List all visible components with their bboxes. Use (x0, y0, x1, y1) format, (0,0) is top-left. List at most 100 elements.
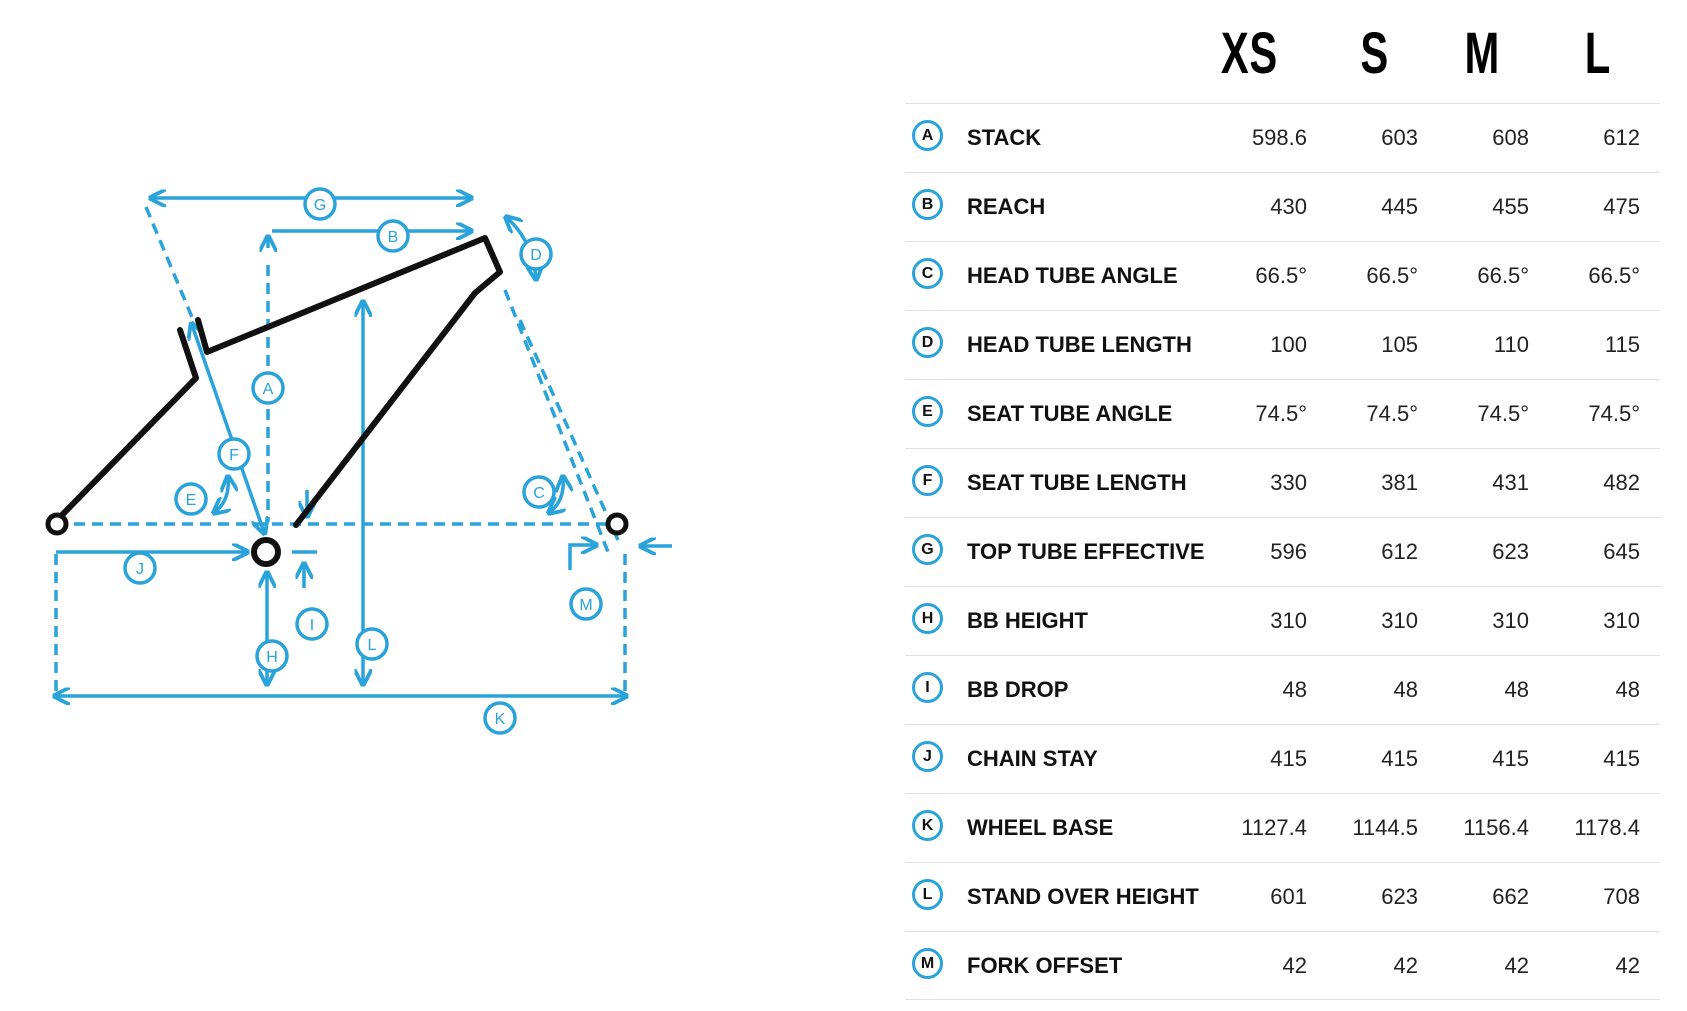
dimension-badge: L (912, 879, 943, 910)
dimension-lines (56, 198, 672, 696)
diagram-badge-letter: M (579, 597, 592, 614)
diagram-badge-letter: F (229, 447, 239, 464)
axles (45, 512, 629, 567)
table-row: B REACH 430 445 455 475 (905, 172, 1660, 241)
diagram-badge-letter: L (368, 637, 377, 654)
row-label: WHEEL BASE (967, 815, 1114, 840)
dimension-badge: F (912, 465, 943, 496)
diagram-badge-letter: G (314, 197, 326, 214)
value-s: 105 (1381, 332, 1418, 357)
diagram-badge-f: F (217, 437, 251, 471)
value-m: 74.5° (1477, 401, 1529, 426)
value-xs: 100 (1270, 332, 1307, 357)
value-s: 612 (1381, 539, 1418, 564)
diagram-badge-letter: H (266, 649, 278, 666)
value-l: 48 (1615, 677, 1640, 702)
row-label: SEAT TUBE LENGTH (967, 470, 1187, 495)
value-l: 74.5° (1588, 401, 1640, 426)
diagram-badge-letter: B (388, 229, 399, 246)
table-row: F SEAT TUBE LENGTH 330 381 431 482 (905, 448, 1660, 517)
value-l: 475 (1603, 194, 1640, 219)
dimension-badge: K (912, 810, 943, 841)
table-row: I BB DROP 48 48 48 48 (905, 655, 1660, 724)
dimension-badges: A B C D E F G H I J K L M (123, 187, 603, 735)
dimension-badge: H (912, 603, 943, 634)
value-l: 415 (1603, 746, 1640, 771)
diagram-badge-letter: J (136, 561, 144, 578)
value-s: 445 (1381, 194, 1418, 219)
value-xs: 598.6 (1251, 125, 1307, 150)
table-row: L STAND OVER HEIGHT 601 623 662 708 (905, 862, 1660, 931)
dimension-badge: E (912, 396, 943, 427)
value-s: 48 (1393, 677, 1418, 702)
diagram-badge-i: I (295, 607, 329, 641)
value-l: 310 (1603, 608, 1640, 633)
value-m: 415 (1492, 746, 1529, 771)
value-l: 1178.4 (1574, 815, 1640, 840)
table-row: M FORK OFFSET 42 42 42 42 (905, 931, 1660, 1000)
table-row: E SEAT TUBE ANGLE 74.5° 74.5° 74.5° 74.5… (905, 379, 1660, 448)
value-xs: 1127.4 (1241, 815, 1307, 840)
row-label: HEAD TUBE ANGLE (967, 263, 1178, 288)
diagram-badge-d: D (519, 237, 553, 271)
dimension-badge: M (912, 948, 943, 979)
row-label: REACH (967, 194, 1046, 219)
dimension-badge: C (912, 258, 943, 289)
row-label: BB HEIGHT (967, 608, 1088, 633)
value-m: 66.5° (1477, 263, 1529, 288)
value-xs: 66.5° (1255, 263, 1307, 288)
diagram-badge-letter: K (495, 711, 506, 728)
value-s: 1144.5 (1352, 815, 1418, 840)
dimension-badge: J (912, 741, 943, 772)
value-m: 42 (1504, 953, 1529, 978)
value-l: 708 (1603, 884, 1640, 909)
value-s: 66.5° (1366, 263, 1418, 288)
dimension-badge: A (912, 120, 943, 151)
table-row: D HEAD TUBE LENGTH 100 105 110 115 (905, 310, 1660, 379)
front-axle (605, 512, 629, 536)
value-m: 662 (1492, 884, 1529, 909)
diagram-badge-letter: D (530, 247, 542, 264)
value-xs: 596 (1270, 539, 1307, 564)
dimension-badge: G (912, 534, 943, 565)
value-l: 612 (1603, 125, 1640, 150)
row-label: CHAIN STAY (967, 746, 1098, 771)
size-header-s: S (1360, 21, 1389, 86)
diagram-badge-g: G (303, 187, 337, 221)
diagram-badge-e: E (174, 482, 208, 516)
diagram-badge-j: J (123, 551, 157, 585)
value-s: 74.5° (1366, 401, 1418, 426)
diagram-badge-l: L (355, 627, 389, 661)
reference-lines (54, 206, 627, 693)
diagram-badge-b: B (376, 219, 410, 253)
value-m: 608 (1492, 125, 1529, 150)
table-row: C HEAD TUBE ANGLE 66.5° 66.5° 66.5° 66.5… (905, 241, 1660, 310)
table-row: A STACK 598.6 603 608 612 (905, 103, 1660, 172)
row-label: STACK (967, 125, 1042, 150)
table-row: G TOP TUBE EFFECTIVE 596 612 623 645 (905, 517, 1660, 586)
table-row: J CHAIN STAY 415 415 415 415 (905, 724, 1660, 793)
diagram-badge-k: K (483, 701, 517, 735)
diagram-badge-c: C (522, 475, 556, 509)
size-header-l: L (1584, 21, 1611, 86)
value-xs: 330 (1270, 470, 1307, 495)
value-s: 415 (1381, 746, 1418, 771)
table-row: H BB HEIGHT 310 310 310 310 (905, 586, 1660, 655)
value-s: 623 (1381, 884, 1418, 909)
value-xs: 310 (1270, 608, 1307, 633)
dimension-badge: I (912, 672, 943, 703)
diagram-badge-h: H (255, 639, 289, 673)
value-m: 623 (1492, 539, 1529, 564)
row-label: HEAD TUBE LENGTH (967, 332, 1192, 357)
value-m: 310 (1492, 608, 1529, 633)
dimension-badge: D (912, 327, 943, 358)
bottom-bracket (251, 537, 281, 567)
geometry-rows: A STACK 598.6 603 608 612 B REACH 430 44… (905, 103, 1660, 1000)
diagram-badge-letter: I (310, 617, 314, 634)
diagram-badge-a: A (251, 371, 285, 405)
value-l: 66.5° (1588, 263, 1640, 288)
rear-axle (45, 512, 69, 536)
row-label: SEAT TUBE ANGLE (967, 401, 1173, 426)
row-label: TOP TUBE EFFECTIVE (967, 539, 1205, 564)
value-l: 115 (1604, 332, 1640, 357)
